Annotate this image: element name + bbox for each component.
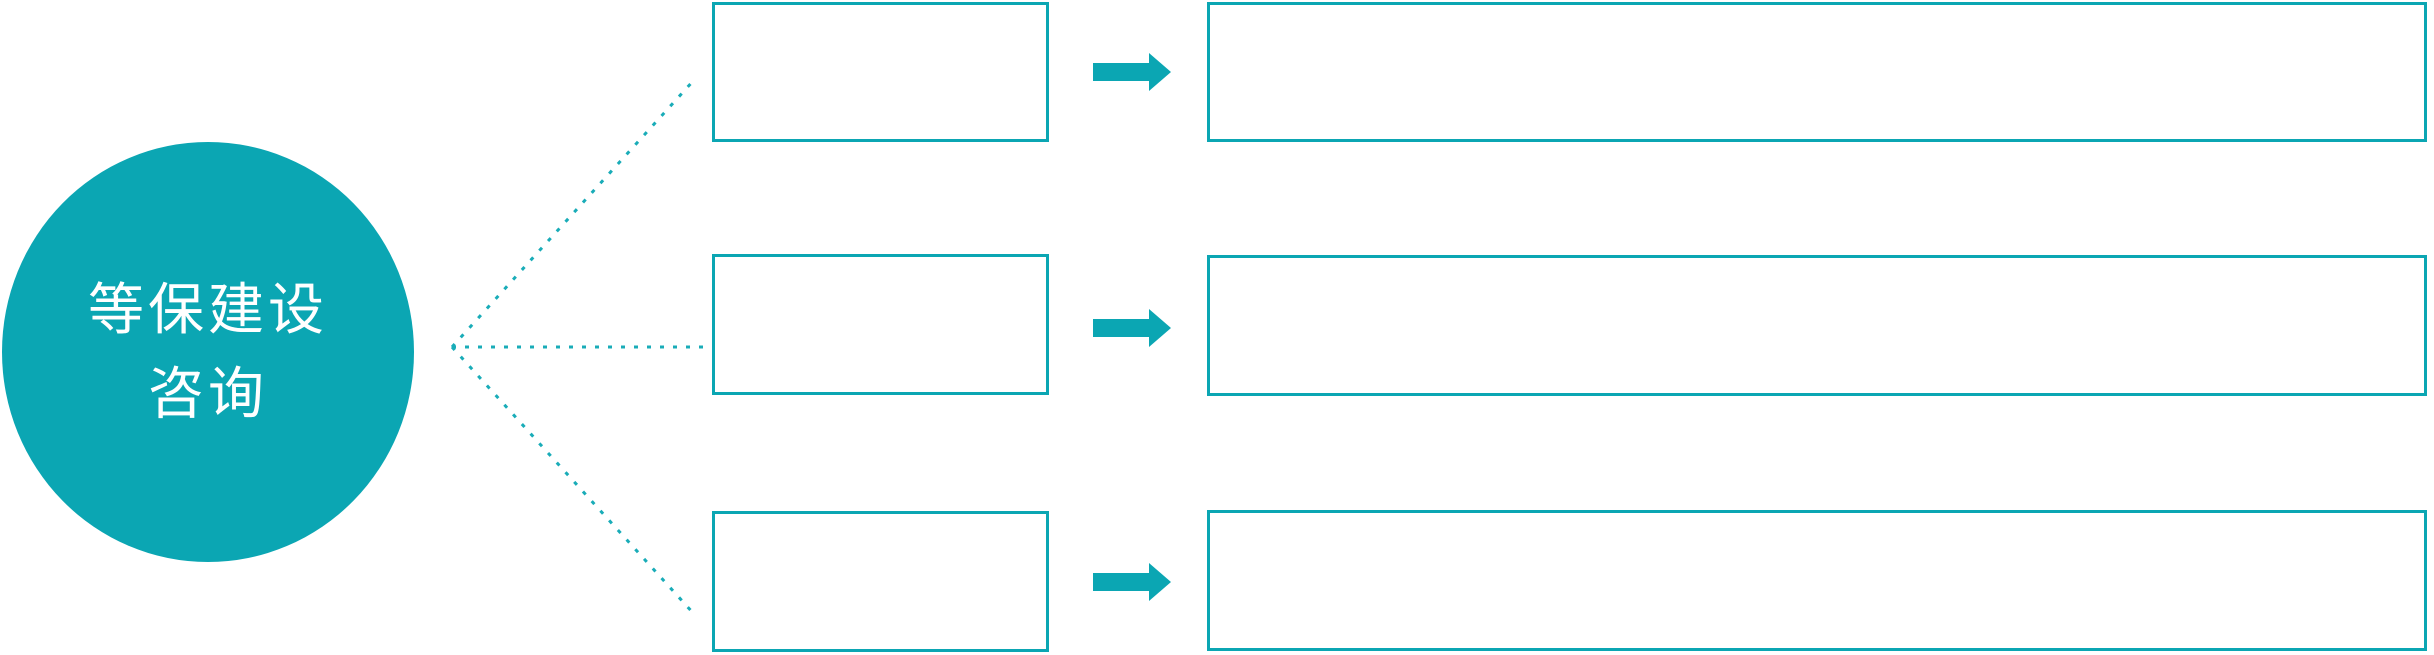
root-node-circle: 等保建设 咨询 [2,142,414,562]
stage-box-2 [712,254,1049,395]
dotted-connector-bottom-line [450,345,696,616]
arrow-right-icon [1093,53,1171,91]
detail-box-2 [1207,255,2427,396]
dotted-connector-top-line [450,78,696,349]
arrow-right-icon [1093,309,1171,347]
root-node-label-line2: 咨询 [148,362,268,425]
detail-box-1 [1207,2,2427,142]
detail-box-3 [1207,510,2427,651]
root-node-label-line1: 等保建设 [88,278,328,341]
stage-box-1 [712,2,1049,142]
arrow-right-icon [1093,563,1171,601]
stage-box-3 [712,511,1049,652]
